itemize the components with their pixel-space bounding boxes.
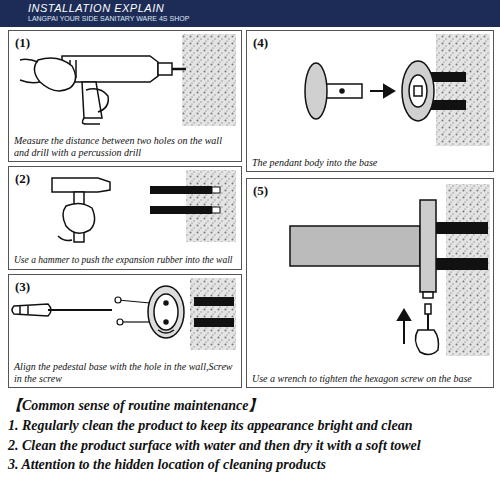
insert-arrow-part bbox=[384, 85, 394, 97]
step-number: (1) bbox=[15, 35, 30, 51]
screwdriver-part bbox=[19, 306, 21, 314]
assembled-pendant bbox=[290, 200, 488, 298]
maintenance-note: 3. Attention to the hidden location of c… bbox=[8, 457, 496, 474]
step-panel: (2) Use a hammer to push the expansion ru… bbox=[8, 166, 242, 270]
hammer-part bbox=[58, 236, 72, 241]
assembled-pendant-part bbox=[290, 226, 420, 266]
pedestal-base-part bbox=[194, 297, 234, 306]
wall-texture bbox=[182, 34, 490, 356]
screws-part bbox=[118, 300, 150, 303]
hammer bbox=[52, 178, 110, 242]
insert-arrow bbox=[370, 85, 394, 97]
screwdriver bbox=[12, 304, 112, 316]
tighten-arrow-part bbox=[403, 318, 405, 344]
wall-texture-part bbox=[436, 34, 490, 146]
wall-texture-part bbox=[190, 278, 236, 350]
maintenance-heading: 【Common sense of routine maintenance】 bbox=[8, 398, 496, 415]
expansion-rubber-part bbox=[212, 187, 220, 193]
shop-subtitle: LANGPAI YOUR SIDE SANITARY WARE 4S SHOP bbox=[28, 15, 189, 22]
expansion-rubber-part bbox=[150, 206, 212, 214]
pedestal-base-part bbox=[164, 320, 168, 324]
wall-base bbox=[402, 61, 466, 121]
tighten-arrow bbox=[398, 310, 410, 344]
percussion-drill-part bbox=[86, 89, 108, 112]
hammer-part bbox=[63, 203, 95, 233]
step-number: (3) bbox=[15, 279, 30, 295]
step-number: (5) bbox=[253, 183, 268, 199]
maintenance-note: 1. Regularly clean the product to keep i… bbox=[8, 418, 496, 435]
step-number: (2) bbox=[15, 171, 30, 187]
pedestal-base-part bbox=[148, 286, 184, 338]
pendant-body bbox=[305, 63, 362, 119]
percussion-drill-part bbox=[82, 118, 100, 124]
hex-wrench-part bbox=[425, 304, 431, 314]
page-title: INSTALLATION EXPLAIN bbox=[28, 2, 164, 14]
assembled-pendant-part bbox=[420, 200, 436, 292]
hex-wrench-part bbox=[415, 330, 438, 355]
tighten-arrow-part bbox=[398, 310, 410, 320]
percussion-drill-part bbox=[172, 68, 186, 71]
step-caption: Align the pedestal base with the hole in… bbox=[14, 361, 236, 384]
step-caption: The pendant body into the base bbox=[252, 157, 488, 169]
percussion-drill bbox=[20, 56, 186, 124]
step-caption: Use a wrench to tighten the hexagon scre… bbox=[252, 373, 488, 385]
step-caption: Measure the distance between two holes o… bbox=[14, 135, 236, 158]
pedestal-base-part bbox=[164, 301, 168, 305]
step-panel: (1) Measure the distance between two hole… bbox=[8, 30, 242, 162]
screwdriver-part bbox=[12, 304, 51, 316]
hex-wrench bbox=[415, 304, 438, 355]
percussion-drill-part bbox=[20, 59, 38, 62]
pendant-body-part bbox=[340, 89, 344, 93]
header-bar: INSTALLATION EXPLAINLANGPAI YOUR SIDE SA… bbox=[0, 0, 500, 27]
screws-part bbox=[120, 321, 150, 322]
pendant-body-part bbox=[305, 63, 327, 119]
percussion-drill-part bbox=[158, 63, 172, 75]
percussion-drill-part bbox=[62, 56, 158, 82]
expansion-rubber-part bbox=[212, 207, 220, 213]
step-panel: (4) The pendant body into the base bbox=[246, 30, 494, 172]
pedestal-base-part bbox=[194, 318, 234, 327]
screws bbox=[115, 297, 150, 325]
wall-base-part bbox=[402, 61, 434, 121]
step-number: (4) bbox=[253, 35, 268, 51]
step-panel: (5) Use a wrench to tighten the hexagon s… bbox=[246, 178, 494, 388]
pedestal-base bbox=[148, 286, 234, 338]
pedestal-base-part bbox=[154, 294, 178, 330]
hammer-part bbox=[52, 178, 110, 192]
maintenance-note: 2. Clean the product surface with water … bbox=[8, 438, 496, 455]
step-caption: Use a hammer to push the expansion rubbe… bbox=[14, 255, 236, 266]
expansion-rubber bbox=[150, 186, 220, 214]
percussion-drill-part bbox=[34, 58, 75, 91]
wall-base-part bbox=[414, 86, 422, 96]
screws-part bbox=[115, 297, 121, 303]
screws-part bbox=[117, 319, 123, 325]
expansion-rubber-part bbox=[150, 186, 212, 194]
assembled-pendant-part bbox=[436, 258, 488, 270]
step-panel: (3) Align the pedestal base with the hole… bbox=[8, 274, 242, 388]
screwdriver-part bbox=[27, 306, 29, 314]
percussion-drill-part bbox=[20, 80, 40, 83]
assembled-pendant-part bbox=[423, 292, 433, 298]
wall-base-part bbox=[409, 75, 427, 107]
percussion-drill-part bbox=[82, 82, 102, 118]
wall-texture-part bbox=[182, 34, 236, 126]
pedestal-base-part bbox=[158, 330, 174, 333]
screwdriver-part bbox=[48, 309, 112, 311]
assembled-pendant-part bbox=[436, 222, 488, 234]
